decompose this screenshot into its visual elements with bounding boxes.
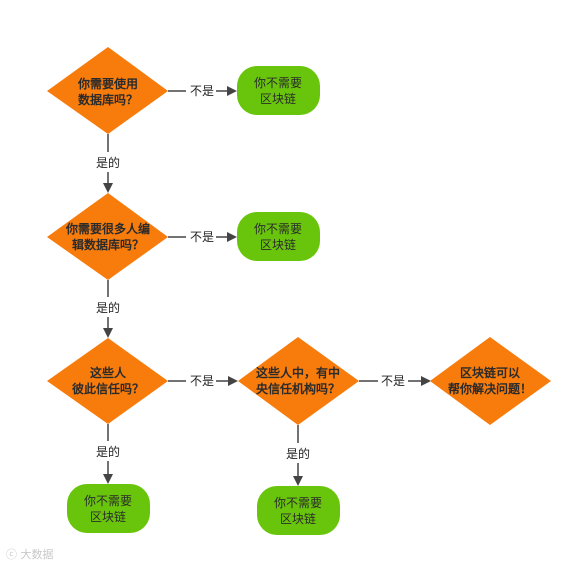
terminal-shape [237,66,320,115]
terminal-t1-line2: 区块链 [260,91,296,106]
decision-d3-line2: 彼此信任吗？ [72,381,144,396]
terminal-t2: 你不需要 区块链 [237,212,320,261]
diamond-shape [47,193,168,280]
watermark: ⓒ 大数据 [6,546,54,562]
diamond-shape [47,47,168,134]
diamond-shape [430,337,551,425]
edge-label-d3-t3: 是的 [96,444,120,459]
decision-d2-line1: 你需要很多人编 [65,221,150,236]
decision-d4: 这些人中，有中 央信任机构吗？ [238,337,359,425]
decision-d3-line1: 这些人 [90,365,127,380]
edge-label-d4-d5: 不是 [381,374,405,388]
edge-label-d1-d2: 是的 [96,155,120,170]
terminal-shape [67,484,150,533]
terminal-t3-line1: 你不需要 [84,494,132,508]
edge-label-d2-t2: 不是 [190,230,214,244]
terminal-t2-line1: 你不需要 [254,222,302,236]
edges: 不是 是的 不是 是的 不是 是的 是的 不是 [96,84,431,486]
diamond-shape [47,338,168,424]
terminal-t1-line1: 你不需要 [254,76,302,90]
decision-d5-line1: 区块链可以 [460,365,520,380]
diamond-shape [238,337,359,425]
decision-d1-line2: 数据库吗？ [78,92,138,107]
edge-label-d1-t1: 不是 [190,84,214,98]
edge-label-d4-t4: 是的 [286,446,310,461]
decision-d5: 区块链可以 帮你解决问题！ [430,337,551,425]
terminal-t2-line2: 区块链 [260,237,296,252]
decision-d3: 这些人 彼此信任吗？ [47,338,168,424]
terminal-t4-line2: 区块链 [280,511,316,526]
terminal-shape [257,486,340,535]
decision-d1-line1: 你需要使用 [77,76,138,91]
terminal-t4-line1: 你不需要 [274,496,322,510]
edge-label-d3-d4: 不是 [190,374,214,388]
decision-d1: 你需要使用 数据库吗？ [47,47,168,134]
terminal-t3-line2: 区块链 [90,509,126,524]
watermark-logo-icon: ⓒ [6,548,17,561]
decision-d2-line2: 辑数据库吗？ [72,237,144,252]
terminal-t3: 你不需要 区块链 [67,484,150,533]
terminal-shape [237,212,320,261]
decision-d4-line1: 这些人中，有中 [256,365,340,380]
terminal-t1: 你不需要 区块链 [237,66,320,115]
decision-d4-line2: 央信任机构吗？ [256,381,340,396]
terminal-t4: 你不需要 区块链 [257,486,340,535]
decision-d5-line2: 帮你解决问题！ [448,381,532,396]
watermark-text: 大数据 [20,548,54,561]
decision-d2: 你需要很多人编 辑数据库吗？ [47,193,168,280]
edge-label-d2-d3: 是的 [96,300,120,315]
